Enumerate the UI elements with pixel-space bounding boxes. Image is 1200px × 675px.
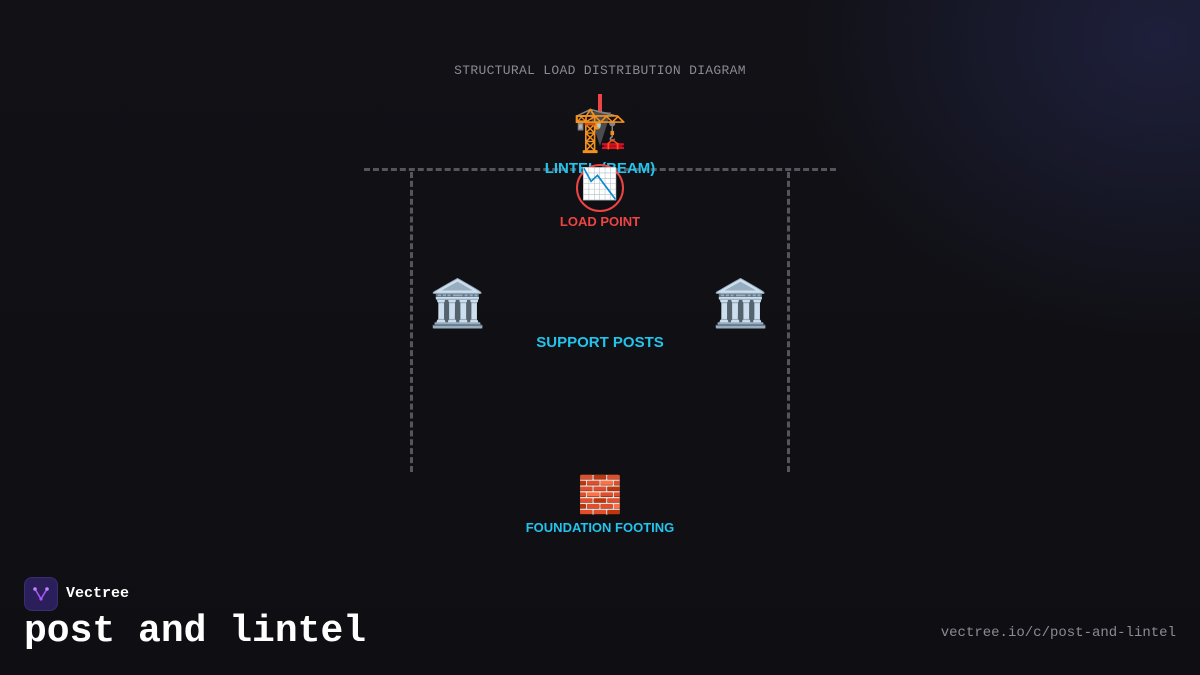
left-post-line — [410, 172, 413, 472]
page-heading: post and lintel — [24, 610, 367, 653]
diagram-title: STRUCTURAL LOAD DISTRIBUTION DIAGRAM — [454, 63, 746, 78]
brick-icon: 🧱 — [577, 475, 623, 516]
vectree-logo-icon — [24, 577, 58, 611]
right-post-line — [787, 172, 790, 472]
brand-name: Vectree — [66, 585, 130, 602]
page-url: vectree.io/c/post-and-lintel — [940, 625, 1176, 641]
crane-icon: 🏗️ — [572, 104, 628, 155]
load-arrow-shaft — [598, 94, 602, 112]
classical-building-icon-left: 🏛️ — [429, 276, 487, 330]
foundation-footing-label: FOUNDATION FOOTING — [525, 520, 675, 535]
load-arrow-head — [589, 112, 611, 146]
chart-decreasing-icon: 📉 — [581, 167, 619, 202]
classical-building-icon-right: 🏛️ — [712, 276, 770, 330]
support-posts-label: SUPPORT POSTS — [536, 334, 664, 351]
load-point-label: LOAD POINT — [559, 214, 641, 229]
load-point-marker — [576, 164, 624, 212]
